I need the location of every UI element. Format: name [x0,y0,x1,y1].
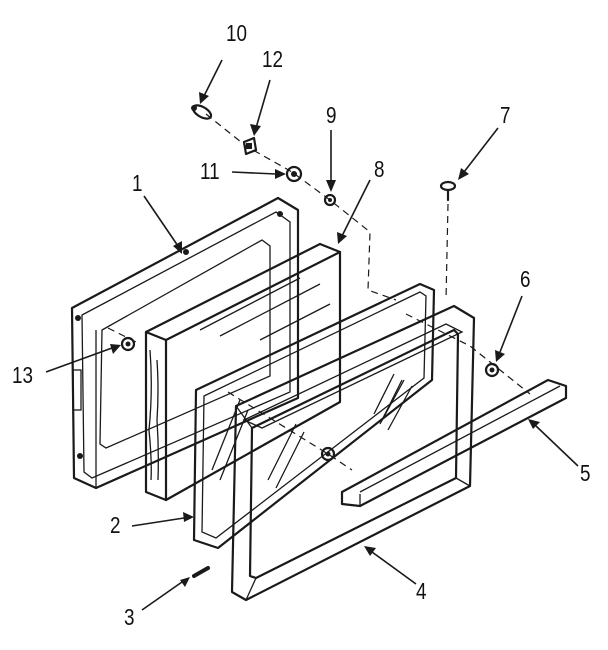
part-screw-7 [439,180,457,202]
part-clip-12 [242,136,258,156]
part-spacer-11 [285,165,303,183]
callout-6: 6 [520,266,531,292]
leader-lines [45,59,579,611]
assembly-lines [107,113,531,471]
part-inner-door-panel [70,196,300,490]
part-center-washer [320,446,336,462]
part-bolt-10 [191,104,213,120]
callout-9: 9 [326,102,337,128]
part-handle [340,378,568,508]
callout-11: 11 [200,158,220,184]
callout-12: 12 [262,46,283,72]
part-spacer-13 [120,336,136,352]
callout-7: 7 [500,102,511,128]
callout-5: 5 [580,460,591,486]
callout-2: 2 [110,512,121,538]
part-door-frame [230,304,476,602]
callout-10: 10 [226,20,247,46]
callout-13: 13 [12,362,33,388]
callout-8: 8 [374,156,385,182]
part-spacer-6 [484,362,500,378]
part-pin-3 [192,566,210,578]
callout-3: 3 [124,604,135,630]
callout-4: 4 [416,578,427,604]
part-insulation [144,242,342,502]
callout-1: 1 [132,170,143,196]
